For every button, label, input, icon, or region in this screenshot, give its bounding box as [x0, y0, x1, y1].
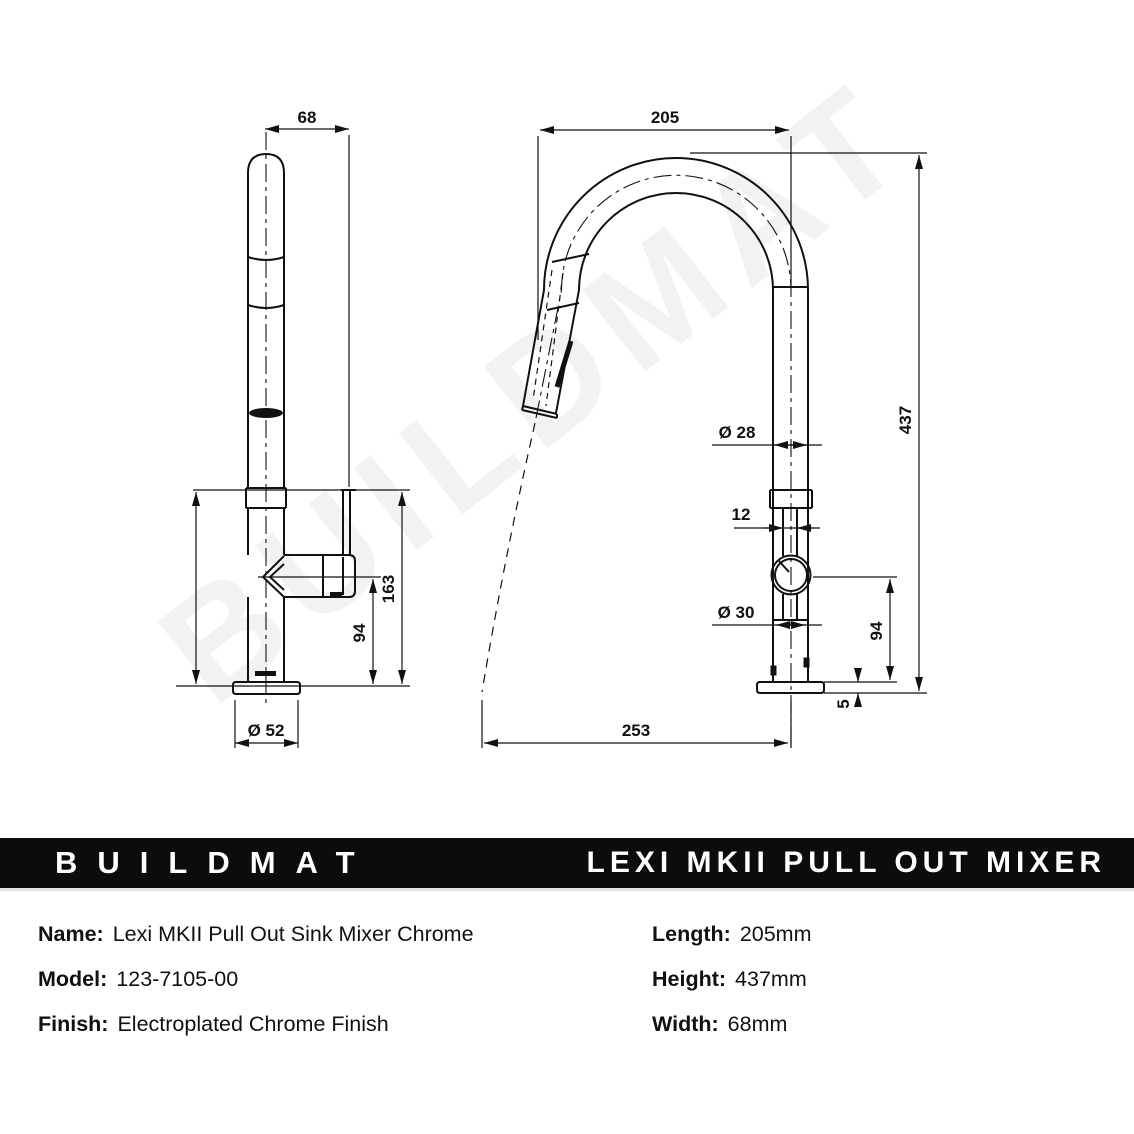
product-title: LEXI MKII PULL OUT MIXER — [586, 846, 1106, 879]
spec-label-finish: Finish: — [38, 1012, 109, 1036]
dim-height-94-front: 94 — [867, 621, 886, 640]
spec-value-height: 437mm — [735, 967, 807, 991]
dim-reach-205: 205 — [651, 108, 679, 127]
dim-neck-width-12: 12 — [732, 505, 751, 524]
spec-col-right: Length: 205mm Height: 437mm Width: 68mm — [652, 912, 812, 1047]
dim-total-height-437: 437 — [896, 406, 915, 434]
dim-pullout-reach-253: 253 — [622, 721, 650, 740]
spec-value-finish: Electroplated Chrome Finish — [117, 1012, 389, 1036]
spec-label-width: Width: — [652, 1012, 719, 1036]
dim-base-thickness-5: 5 — [834, 699, 853, 708]
front-view-pullout-path — [481, 422, 536, 693]
spec-row-model: Model: 123-7105-00 — [38, 957, 474, 1002]
spec-row-finish: Finish: Electroplated Chrome Finish — [38, 1002, 474, 1047]
dim-width-68: 68 — [298, 108, 317, 127]
side-view-dark-details — [249, 408, 342, 676]
front-view-dark-details — [554, 340, 810, 676]
title-banner: BUILDMAT LEXI MKII PULL OUT MIXER — [0, 838, 1134, 891]
dim-height-94-side: 94 — [350, 623, 369, 642]
brand-name: BUILDMAT — [55, 845, 375, 880]
front-view-dimension-lines — [481, 126, 927, 748]
spec-row-width: Width: 68mm — [652, 1002, 812, 1047]
dim-height-163: 163 — [379, 575, 398, 603]
spec-value-name: Lexi MKII Pull Out Sink Mixer Chrome — [112, 922, 474, 946]
spec-row-length: Length: 205mm — [652, 912, 812, 957]
dim-tube-diameter-28: Ø 28 — [719, 423, 756, 442]
spec-label-length: Length: — [652, 922, 731, 946]
spec-label-height: Height: — [652, 967, 727, 991]
technical-drawing: BUILDMAT — [130, 48, 943, 748]
front-view-centerline — [534, 174, 792, 745]
spec-row-height: Height: 437mm — [652, 957, 812, 1002]
side-view-dimension-lines — [176, 125, 410, 748]
spec-value-model: 123-7105-00 — [116, 967, 239, 991]
front-view-hose-lines — [532, 269, 564, 407]
spec-label-name: Name: — [38, 922, 104, 946]
spec-row-name: Name: Lexi MKII Pull Out Sink Mixer Chro… — [38, 912, 474, 957]
spec-label-model: Model: — [38, 967, 108, 991]
dim-body-diameter-30: Ø 30 — [718, 603, 755, 622]
spec-col-left: Name: Lexi MKII Pull Out Sink Mixer Chro… — [38, 912, 474, 1047]
dim-base-diameter-52: Ø 52 — [248, 721, 285, 740]
spec-value-length: 205mm — [739, 922, 812, 946]
watermark-text: BUILDMAT — [130, 48, 943, 735]
front-view-outline — [521, 157, 825, 694]
spec-value-width: 68mm — [727, 1012, 788, 1036]
